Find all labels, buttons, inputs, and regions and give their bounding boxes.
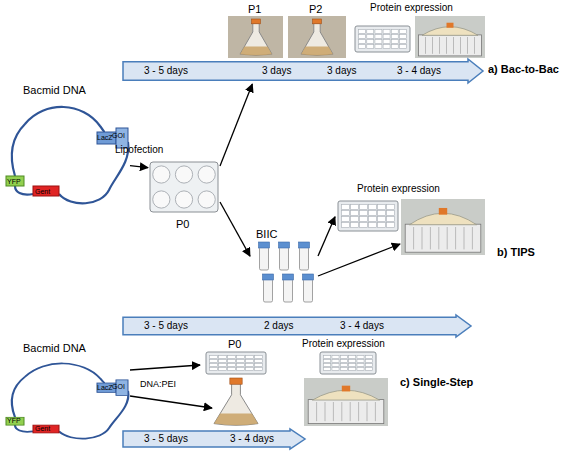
method-label: b) TIPS bbox=[497, 247, 535, 258]
node-text: Protein expression bbox=[370, 2, 453, 14]
gene-label: LacZ bbox=[97, 134, 113, 141]
flow-arrow bbox=[220, 84, 252, 166]
node-text: 3 - 4 days bbox=[397, 65, 441, 77]
node-text: Bacmid DNA bbox=[23, 342, 86, 355]
branch-arrow bbox=[318, 244, 400, 276]
node-text: P0 bbox=[228, 338, 241, 351]
node-text: Protein expression bbox=[302, 338, 385, 350]
node-text: 3 days bbox=[327, 65, 356, 77]
gene-label: GOI bbox=[112, 383, 125, 390]
plasmid-node-art bbox=[5, 82, 130, 217]
node-text: P2 bbox=[309, 3, 322, 16]
node-text: BIIC bbox=[256, 228, 277, 241]
node-text: 3 days bbox=[262, 65, 291, 77]
node-text: Bacmid DNA bbox=[23, 84, 86, 97]
node-text: P0 bbox=[176, 218, 189, 231]
expression-step-art bbox=[298, 338, 394, 428]
flow-arrow bbox=[130, 166, 148, 168]
node-text: 3 - 5 days bbox=[144, 65, 188, 77]
node-text: 3 - 4 days bbox=[230, 433, 274, 445]
reagent-label: DNA:PEI bbox=[140, 380, 176, 389]
gene-label: LacZ bbox=[97, 384, 113, 391]
biic-vials: BIIC bbox=[250, 226, 318, 312]
flow-arrow bbox=[318, 217, 335, 256]
node-text: 3 - 4 days bbox=[340, 320, 384, 332]
culture-step: P0 bbox=[200, 338, 272, 428]
gene-label: YFP bbox=[7, 178, 21, 185]
expression-step: Protein expression bbox=[298, 338, 394, 428]
gene-label: GOI bbox=[112, 132, 125, 139]
plasmid-node: Bacmid DNA bbox=[5, 82, 130, 217]
edge-label: Lipofection bbox=[115, 145, 163, 155]
node-text: 3 - 5 days bbox=[144, 320, 188, 332]
method-label: c) Single-Step bbox=[400, 377, 473, 388]
gene-label: YFP bbox=[7, 417, 21, 424]
flow-arrow bbox=[130, 365, 200, 370]
gene-label: Gent bbox=[35, 425, 50, 432]
gene-label: Gent bbox=[35, 188, 50, 195]
expression-step: Protein expression bbox=[352, 2, 487, 58]
flow-arrow bbox=[220, 202, 250, 256]
method-label: a) Bac-to-Bac bbox=[488, 64, 559, 75]
shake-flask: P1 bbox=[228, 2, 283, 58]
timeline-arrow: 3 - 5 days 2 days 3 - 4 days bbox=[122, 314, 472, 338]
timeline-arrow: 3 - 5 days 3 days 3 days 3 - 4 days bbox=[122, 58, 484, 84]
node-text: 3 - 5 days bbox=[144, 433, 188, 445]
node-text: Protein expression bbox=[357, 183, 440, 195]
expression-step-art bbox=[335, 183, 487, 258]
shake-flask: P2 bbox=[288, 2, 346, 58]
expression-step: Protein expression bbox=[335, 183, 487, 258]
node-text: P1 bbox=[248, 3, 261, 16]
branch-arrow bbox=[130, 396, 212, 408]
culture-step-art bbox=[200, 338, 272, 428]
node-text: 2 days bbox=[264, 320, 293, 332]
culture-plate: P0 bbox=[148, 158, 220, 238]
timeline-arrow: 3 - 5 days 3 - 4 days bbox=[122, 428, 306, 450]
